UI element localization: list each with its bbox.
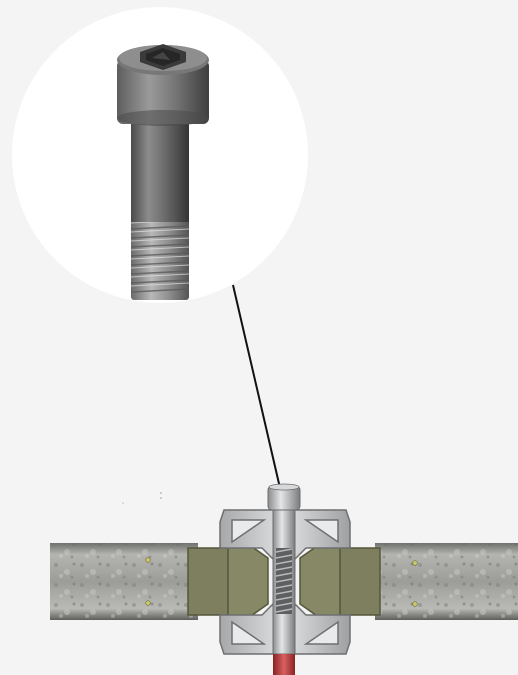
stray-marks [122,492,162,504]
bar-rivet [145,600,151,606]
right-clamp-plate [299,528,381,634]
screw-head [117,44,209,126]
frame-wedge [231,620,267,645]
clamp-assembly [50,483,518,675]
right-bar [375,543,518,620]
assembly-screw-thread [275,548,293,614]
callout-magnifier [12,7,308,489]
hex-socket-icon [140,44,186,70]
screw-shank [131,118,189,222]
assembly-cap-screw [267,483,301,655]
frame-wedge [303,519,339,544]
left-clamp-plate [187,528,269,634]
bar-rivet [412,560,418,566]
frame-wedge [231,519,267,544]
red-wire [273,654,295,675]
leader-line [232,284,281,489]
left-bar [50,543,198,620]
bar-rivet [145,557,151,563]
magnified-cap-screw [117,44,209,300]
bar-rivet [412,601,418,607]
screw-thread [130,212,190,300]
frame-wedge [303,620,339,645]
